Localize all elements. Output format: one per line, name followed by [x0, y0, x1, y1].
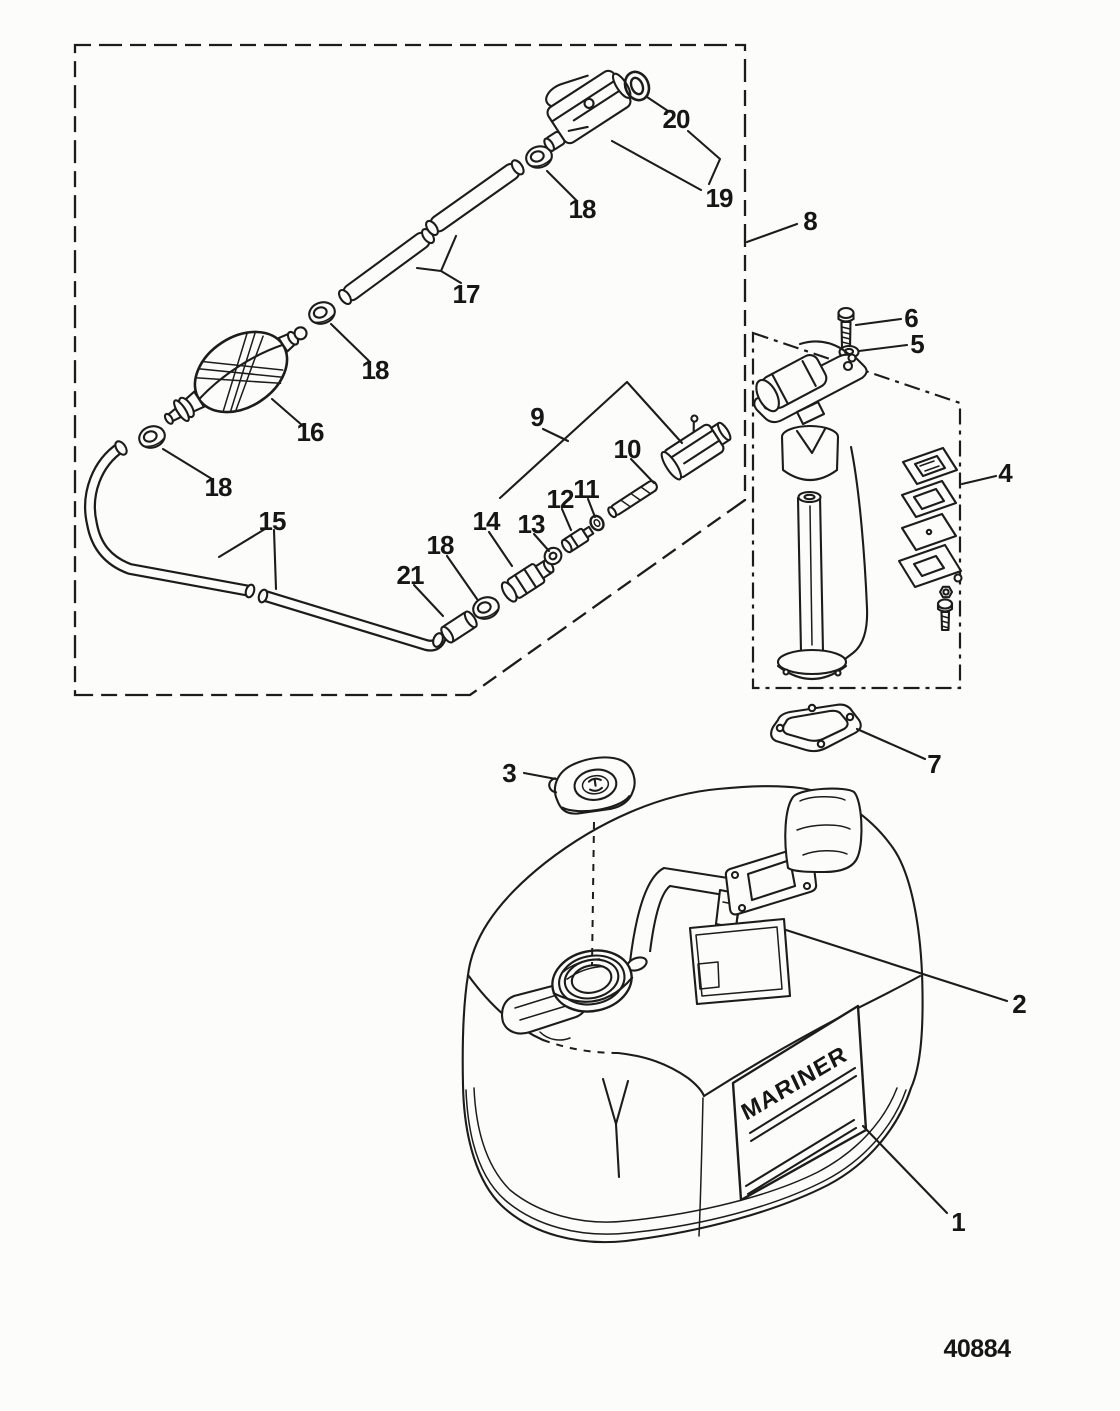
- brand-decal: MARINER: [731, 1004, 868, 1202]
- small-o-ring: [589, 514, 605, 532]
- filler-neck: [551, 949, 634, 1013]
- mold-mark: [601, 1077, 630, 1179]
- part-label-17: 17: [453, 279, 480, 309]
- part-label-8: 8: [803, 206, 817, 236]
- part-label-6: 6: [904, 303, 918, 333]
- hose-clamp-2: [305, 297, 339, 329]
- rear-rubber-pad: [784, 787, 863, 874]
- fuel-pickup-kit-box: [751, 331, 962, 690]
- connector-o-ring: [623, 70, 651, 102]
- part-label-10: 10: [614, 434, 641, 464]
- fuel-tank: MARINER: [461, 785, 924, 1244]
- part-label-18-d: 18: [427, 530, 454, 560]
- fuel-tube-lower: [337, 227, 436, 306]
- part-label-18-b: 18: [362, 355, 389, 385]
- bracket-15: [217, 527, 278, 591]
- connector-stem: [607, 480, 658, 519]
- part-label-20: 20: [663, 104, 690, 134]
- tank-handle: [626, 866, 743, 972]
- small-fitting: [560, 525, 595, 554]
- part-label-9: 9: [530, 402, 544, 432]
- bracket-9: [498, 380, 684, 500]
- part-label-13: 13: [518, 509, 545, 539]
- primer-bulb: [163, 326, 308, 425]
- part-label-18-a: 18: [569, 194, 596, 224]
- part-label-7: 7: [927, 749, 941, 779]
- part-label-11: 11: [573, 474, 599, 504]
- fuel-line-kit-box: [73, 43, 747, 697]
- part-labels: 1 2 3 4 5 6 7 8 9 10 11 12 13 14 15 16 1…: [205, 104, 1028, 1237]
- leader-lines: [161, 95, 1009, 1215]
- fuel-connector-male: [660, 414, 732, 481]
- cap-alignment-line: [591, 821, 595, 967]
- part-label-3: 3: [502, 758, 516, 788]
- part-label-16: 16: [297, 417, 324, 447]
- fuel-tube-upper: [425, 159, 525, 237]
- fuel-cap: [548, 756, 636, 815]
- drawing-number: 40884: [943, 1335, 1011, 1363]
- fuel-pickup-assembly: [753, 340, 963, 680]
- bracket-17: [415, 234, 463, 285]
- part-label-15: 15: [259, 506, 286, 536]
- part-label-21: 21: [397, 560, 424, 590]
- part-label-14: 14: [473, 506, 501, 536]
- part-label-12: 12: [547, 484, 574, 514]
- tank-fuel-connector: [543, 69, 632, 153]
- part-label-1: 1: [951, 1207, 965, 1237]
- fuel-hose: [84, 440, 447, 652]
- hose-sleeve: [440, 610, 478, 644]
- part-label-19: 19: [706, 183, 733, 213]
- part-label-18-c: 18: [205, 472, 232, 502]
- part-label-5: 5: [910, 329, 924, 359]
- instruction-decal: [688, 917, 792, 1006]
- pickup-gasket: [770, 703, 862, 753]
- part-label-2: 2: [1012, 989, 1026, 1019]
- part-label-4: 4: [998, 458, 1013, 488]
- hose-clamp-1: [135, 421, 169, 453]
